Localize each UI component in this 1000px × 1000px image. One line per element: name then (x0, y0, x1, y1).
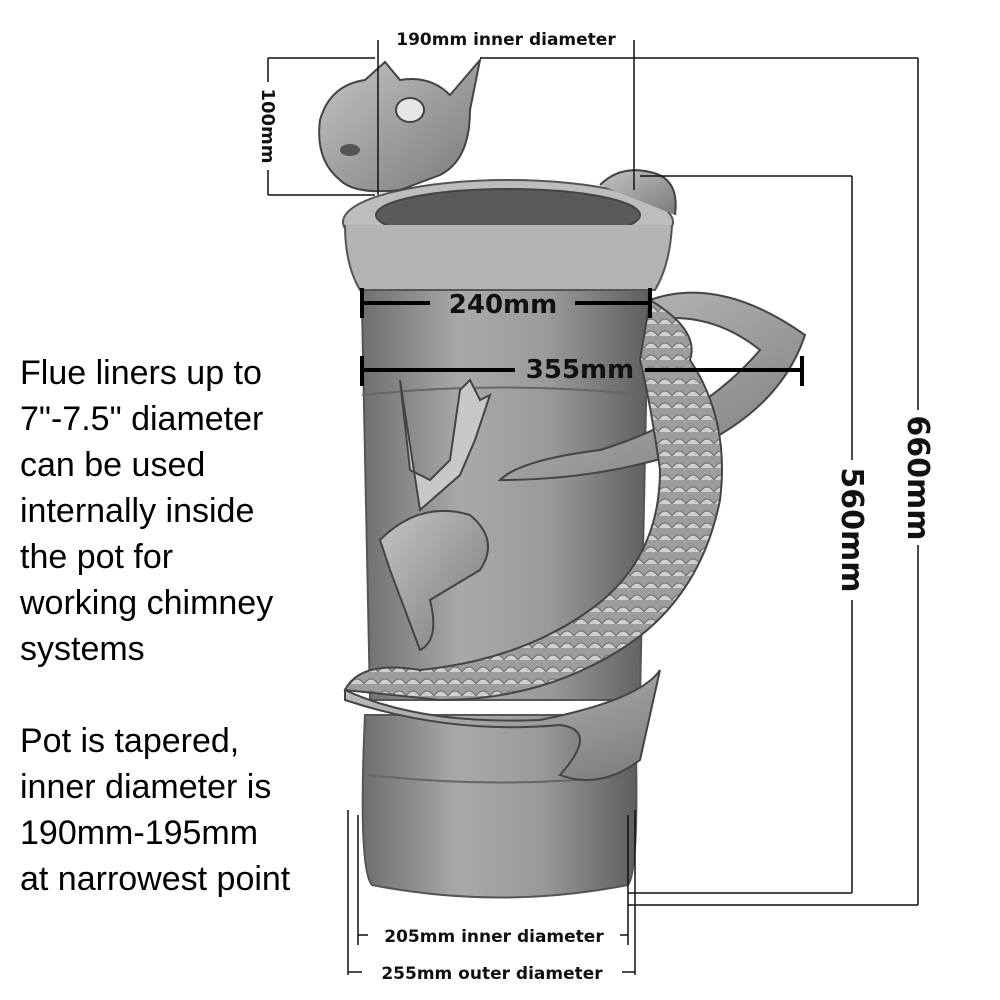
dragon-wing (497, 291, 807, 482)
dragon-head (318, 56, 677, 216)
top-inner-diameter-label: 190mm inner diameter (396, 30, 616, 50)
note-line: 190mm-195mm (20, 814, 259, 852)
note-line: 7"-7.5" diameter (20, 400, 264, 438)
note-line: at narrowest point (20, 860, 291, 898)
note-line: internally inside (20, 492, 255, 530)
head-height-label: 100mm (257, 88, 278, 163)
notes-spacer (20, 672, 350, 718)
note-line: can be used (20, 446, 206, 484)
total-height-label: 660mm (900, 415, 935, 540)
note-line: the pot for (20, 538, 174, 576)
base-outer-diameter-label: 255mm outer diameter (381, 964, 603, 984)
body-height-label: 560mm (834, 467, 869, 592)
note-line: inner diameter is (20, 768, 272, 806)
note-line: Flue liners up to (20, 354, 262, 392)
notes-block: Flue liners up to 7"-7.5" diameter can b… (20, 350, 350, 902)
note-line: systems (20, 630, 145, 668)
width-bars (360, 288, 804, 386)
note-line: working chimney (20, 584, 274, 622)
base-inner-diameter-label: 205mm inner diameter (384, 927, 604, 947)
dragon-claw (378, 378, 492, 652)
inner-width-label: 240mm (449, 290, 557, 320)
dragon-body (343, 298, 723, 781)
note-line: Pot is tapered, (20, 722, 240, 760)
outer-width-label: 355mm (526, 355, 634, 385)
dimension-lines (267, 40, 919, 975)
